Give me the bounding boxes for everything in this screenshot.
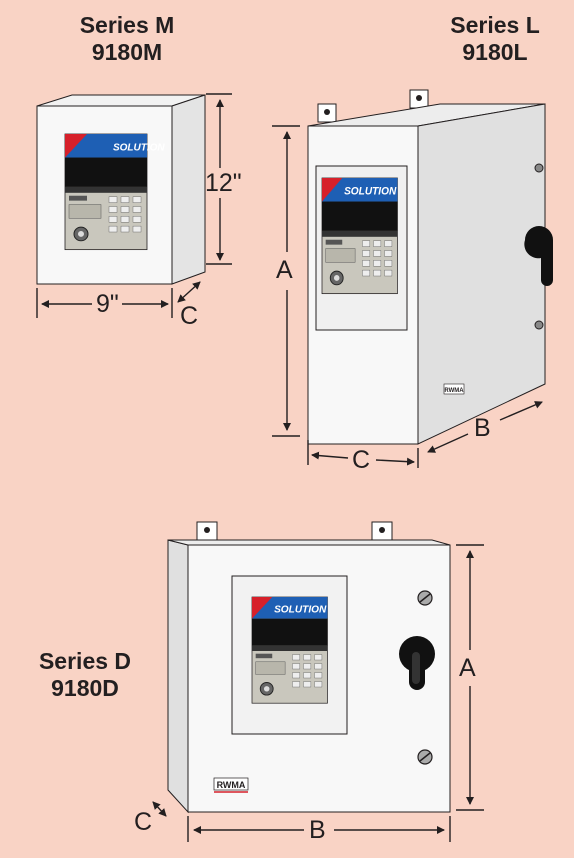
series-l-dimensions <box>272 125 543 468</box>
series-m-width-label: 9" <box>96 290 119 318</box>
series-d-dimensions <box>152 544 484 842</box>
series-d-c-label: C <box>134 808 153 836</box>
series-d-title: Series D 9180D <box>30 648 140 702</box>
series-l-b-label: B <box>474 414 491 442</box>
series-m-title: Series M 9180M <box>72 12 182 66</box>
series-l-a-label: A <box>276 256 293 284</box>
series-l-panel-brand: SOLUTION <box>344 186 397 197</box>
series-m-depth-label: C <box>180 302 199 330</box>
series-d-panel-brand: SOLUTION <box>274 604 327 615</box>
series-l-model: 9180L <box>462 39 528 65</box>
series-m-dimensions <box>36 93 232 318</box>
series-m-enclosure: SOLUTION <box>36 94 206 285</box>
series-l-enclosure: SOLUTION RWMA <box>307 89 553 445</box>
series-m-panel-brand: SOLUTION <box>113 143 165 154</box>
series-l-handle <box>524 226 553 286</box>
series-l-name: Series L <box>450 12 540 38</box>
series-l-rwma-badge: RWMA <box>444 388 464 394</box>
series-m-model: 9180M <box>91 39 163 65</box>
series-d-control-panel: SOLUTION <box>251 596 328 704</box>
series-m-height-label: 12" <box>205 169 242 197</box>
series-l-control-panel: SOLUTION <box>321 177 398 295</box>
series-l-title: Series L 9180L <box>440 12 550 66</box>
series-d-model: 9180D <box>51 675 119 701</box>
series-d-enclosure: SOLUTION RWMA <box>167 521 451 814</box>
series-m-name: Series M <box>79 12 175 38</box>
series-d-a-label: A <box>459 654 476 682</box>
series-d-b-label: B <box>309 816 326 844</box>
series-d-rwma-badge: RWMA <box>217 780 246 790</box>
series-d-name: Series D <box>38 648 132 674</box>
series-l-c-label: C <box>352 446 371 474</box>
series-m-control-panel: SOLUTION <box>64 133 165 251</box>
